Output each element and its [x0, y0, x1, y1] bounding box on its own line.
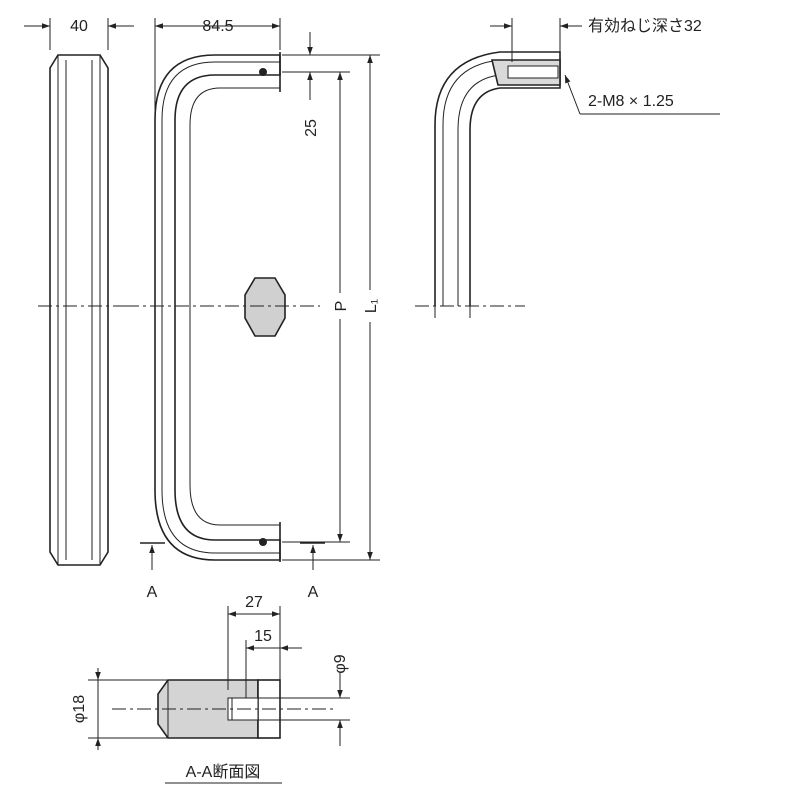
partial-view [415, 51, 561, 318]
section-marker-left: A [147, 584, 158, 601]
dim-84-5-label: 84.5 [202, 18, 233, 35]
section-marker-right: A [308, 584, 319, 601]
section-title: A-A断面図 [165, 763, 282, 784]
dim-phi9-label: φ9 [332, 654, 349, 673]
thread-spec-label: 2-M8 × 1.25 [588, 93, 674, 110]
dimension-P: P [282, 71, 350, 543]
side-view [125, 52, 320, 562]
dimension-25: 25 [282, 32, 332, 137]
dim-P-label: P [333, 301, 350, 312]
dimension-40: 40 [24, 18, 134, 50]
section-markers: A A [140, 542, 325, 601]
dimension-phi18: φ18 [71, 668, 168, 750]
dimension-27: 27 [227, 594, 281, 690]
dim-25-label: 25 [303, 119, 320, 137]
dim-40-label: 40 [70, 18, 88, 35]
thread-depth-note: 有効ねじ深さ32 [490, 17, 702, 62]
thread-spec-note: 2-M8 × 1.25 [564, 74, 720, 115]
section-aa-view [112, 679, 335, 739]
section-title-label: A-A断面図 [186, 763, 261, 781]
dim-15-label: 15 [254, 628, 272, 645]
dimension-84-5: 84.5 [154, 18, 281, 110]
thread-depth-label: 有効ねじ深さ32 [588, 17, 702, 35]
dim-L1-label: L₁ [363, 299, 380, 313]
dimension-L1: L₁ [282, 54, 380, 561]
dim-phi18-label: φ18 [71, 695, 88, 723]
front-view [38, 54, 125, 566]
dimension-phi9: φ9 [280, 654, 350, 746]
dimension-15: 15 [245, 628, 302, 698]
dim-27-label: 27 [245, 594, 263, 611]
